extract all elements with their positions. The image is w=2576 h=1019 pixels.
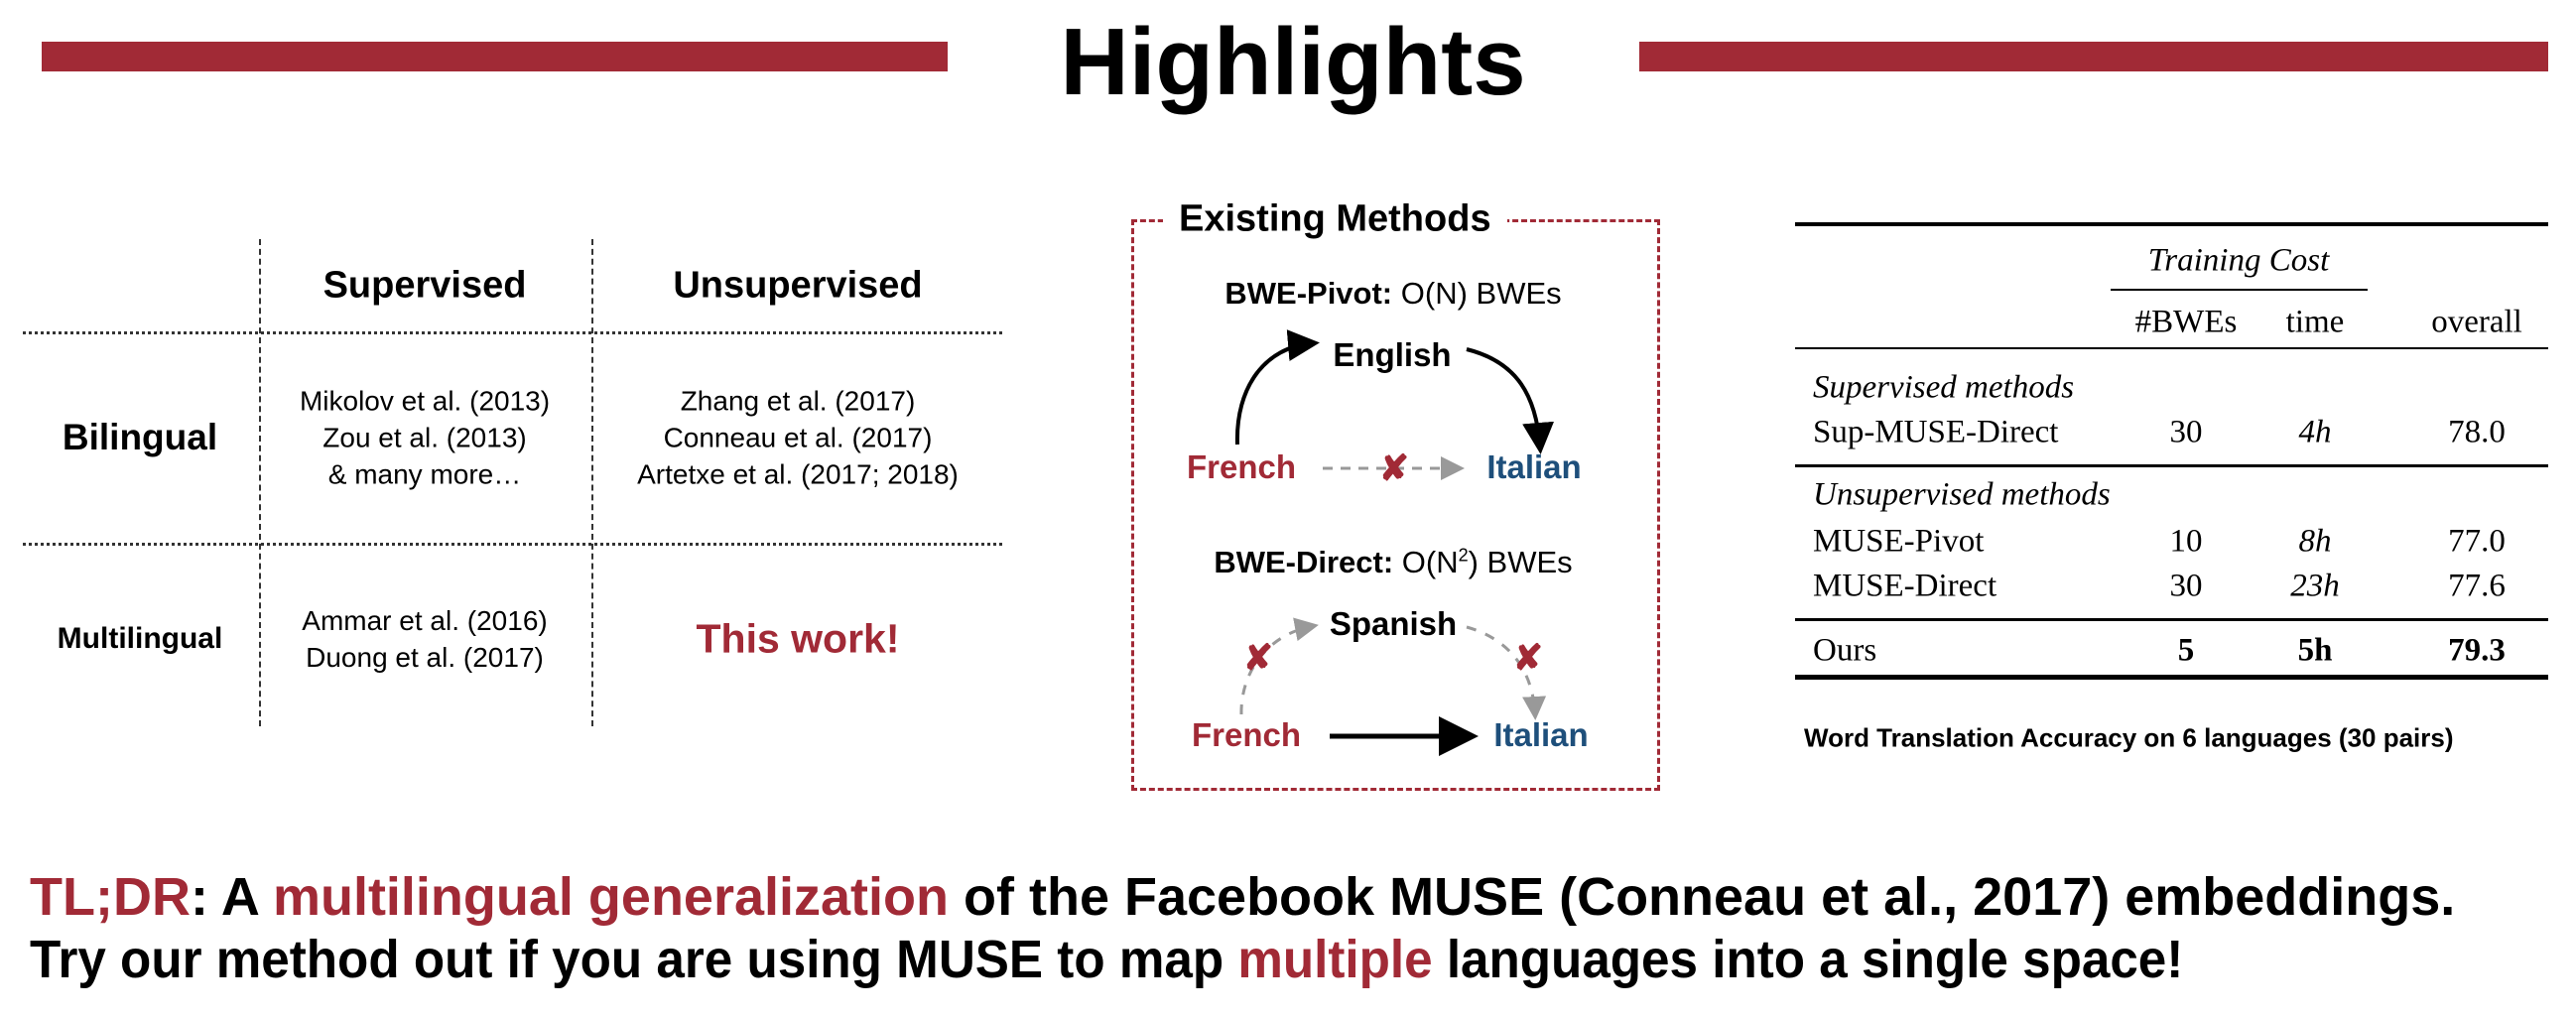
bwe-direct-exponent: 2	[1458, 545, 1469, 566]
this-work-label: This work!	[696, 615, 900, 662]
row-header-bilingual: Bilingual	[62, 417, 218, 457]
col-header-unsupervised: Unsupervised	[673, 264, 923, 307]
direct-blocked-spanish-italian	[1466, 625, 1547, 720]
bwe-pivot-complexity: O(N) BWEs	[1400, 276, 1562, 311]
bwe-direct-label: BWE-Direct: O(N2) BWEs	[1214, 545, 1572, 580]
col-header-overall: overall	[2431, 304, 2522, 340]
citation: Zou et al. (2013)	[322, 422, 527, 453]
citation: Mikolov et al. (2013)	[299, 385, 551, 417]
citation: Ammar et al. (2016)	[302, 605, 548, 636]
tldr-highlight: multiple	[1237, 930, 1433, 989]
row-header-multilingual: Multilingual	[57, 622, 223, 655]
table-rule	[1795, 222, 2548, 226]
table-rule	[1795, 618, 2548, 621]
citation: Conneau et al. (2017)	[663, 422, 933, 453]
blocked-x-icon: ✘	[1378, 447, 1410, 488]
citation: Artetxe et al. (2017; 2018)	[637, 458, 959, 490]
table-caption: Word Translation Accuracy on 6 languages…	[1804, 722, 2454, 753]
existing-methods-title: Existing Methods	[1163, 197, 1507, 241]
time-cell: 8h	[2298, 523, 2332, 560]
pivot-source-language: French	[1186, 448, 1297, 485]
bwes-cell: 10	[2169, 523, 2203, 560]
table-rule	[2111, 289, 2368, 291]
pivot-target-language: Italian	[1486, 448, 1582, 485]
section-title: Unsupervised methods	[1813, 476, 2111, 513]
tldr-highlight: multilingual generalization	[272, 867, 950, 927]
grid-divider	[23, 543, 1002, 546]
time-cell: 5h	[2297, 632, 2333, 669]
time-cell: 23h	[2290, 568, 2340, 604]
citation: Duong et al. (2017)	[306, 642, 544, 673]
overall-cell: 77.0	[2448, 523, 2506, 560]
page-title: Highlights	[1060, 9, 1526, 115]
pivot-arrow-french-english	[1234, 329, 1320, 446]
grid-divider	[23, 331, 1002, 334]
multilingual-supervised-cell: Ammar et al. (2016) Duong et al. (2017)	[302, 602, 547, 676]
grid-divider	[591, 239, 593, 726]
direct-hub-language: Spanish	[1329, 605, 1458, 642]
bwe-direct-complexity-end: ) BWEs	[1468, 545, 1573, 579]
tldr-line-2: Try our method out if you are using MUSE…	[30, 929, 2183, 990]
bwes-cell: 5	[2177, 632, 2195, 669]
tldr-text: languages into a single space!	[1432, 930, 2184, 989]
grid-divider	[259, 239, 261, 726]
overall-cell: 78.0	[2448, 414, 2506, 450]
title-bar-left	[42, 42, 948, 71]
pivot-arrow-english-italian	[1466, 347, 1555, 454]
bwe-pivot-label: BWE-Pivot: O(N) BWEs	[1224, 276, 1561, 312]
col-header-bwes: #BWEs	[2134, 304, 2238, 340]
title-bar-right	[1639, 42, 2548, 71]
bilingual-unsupervised-cell: Zhang et al. (2017) Conneau et al. (2017…	[637, 383, 959, 493]
table-rule	[1795, 675, 2548, 680]
method-cell: Ours	[1813, 632, 1877, 669]
overall-cell: 79.3	[2448, 632, 2506, 669]
bwe-pivot-name: BWE-Pivot:	[1224, 276, 1393, 311]
blocked-x-icon: ✘	[1242, 637, 1274, 678]
direct-target-language: Italian	[1493, 716, 1589, 753]
table-rule	[1795, 464, 2548, 467]
direct-blocked-french-spanish	[1239, 617, 1319, 715]
bwe-direct-complexity: O(N	[1401, 545, 1459, 579]
method-cell: MUSE-Direct	[1813, 568, 1997, 604]
tldr-text: : A	[190, 867, 273, 927]
section-title: Supervised methods	[1813, 369, 2075, 406]
method-cell: Sup-MUSE-Direct	[1813, 414, 2059, 450]
tldr-text: of the Facebook MUSE (Conneau et al., 20…	[949, 867, 2456, 927]
citation: & many more…	[327, 458, 522, 490]
bilingual-supervised-cell: Mikolov et al. (2013) Zou et al. (2013) …	[300, 383, 550, 493]
pivot-hub-language: English	[1333, 336, 1452, 373]
col-header-supervised: Supervised	[322, 264, 527, 307]
blocked-x-icon: ✘	[1512, 637, 1544, 678]
bwes-cell: 30	[2169, 568, 2203, 604]
bwe-direct-name: BWE-Direct:	[1214, 545, 1394, 579]
direct-source-language: French	[1191, 716, 1302, 753]
method-cell: MUSE-Pivot	[1813, 523, 1985, 560]
tldr-text: Try our method out if you are using MUSE…	[30, 930, 1238, 989]
time-cell: 4h	[2298, 414, 2332, 450]
col-header-time: time	[2285, 304, 2345, 340]
bwes-cell: 30	[2169, 414, 2203, 450]
training-cost-header: Training Cost	[2147, 242, 2330, 279]
tldr-label: TL;DR	[30, 867, 191, 927]
tldr-line-1: TL;DR: A multilingual generalization of …	[30, 866, 2455, 928]
table-rule	[1795, 347, 2548, 349]
citation: Zhang et al. (2017)	[680, 385, 916, 417]
overall-cell: 77.6	[2448, 568, 2506, 604]
